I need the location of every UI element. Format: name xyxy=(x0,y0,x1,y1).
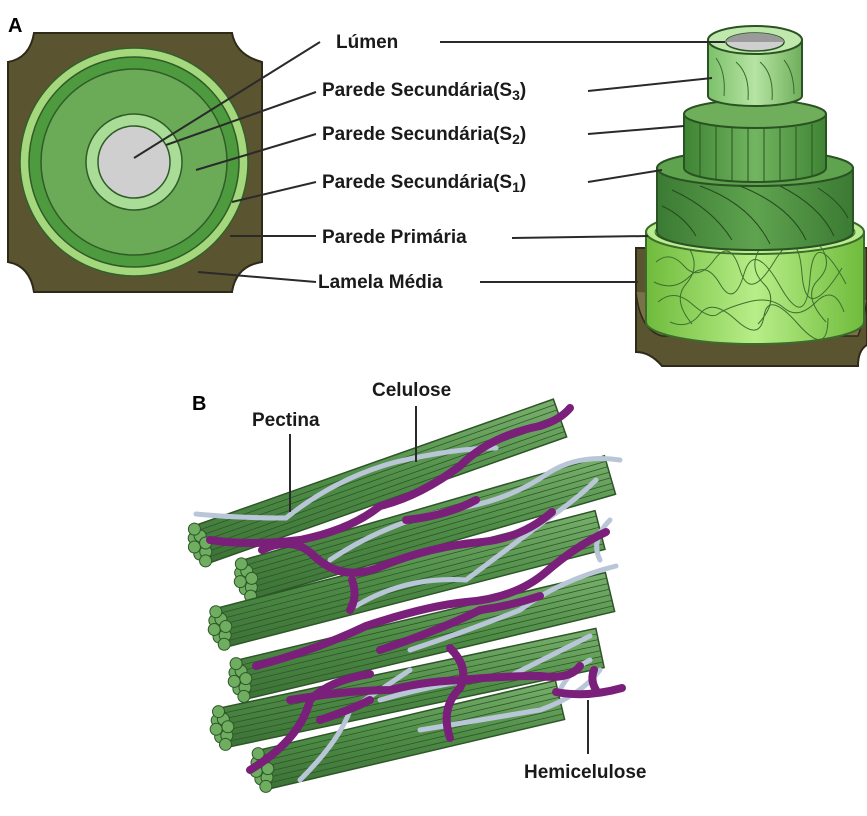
lumen-circle xyxy=(98,126,170,198)
label-cellulose: Celulose xyxy=(372,380,451,401)
label-s1: Parede Secundária(S1) xyxy=(322,172,526,195)
panel-b-label: B xyxy=(192,393,206,415)
fiber-3d xyxy=(636,26,867,366)
panel-a-label: A xyxy=(8,15,22,37)
label-hemicellulose: Hemicelulose xyxy=(524,762,647,783)
label-s3: Parede Secundária(S3) xyxy=(322,80,526,103)
label-lumen: Lúmen xyxy=(336,32,398,53)
label-primary-wall: Parede Primária xyxy=(322,227,467,248)
label-s2: Parede Secundária(S2) xyxy=(322,124,526,147)
label-middle-lamella: Lamela Média xyxy=(318,272,443,293)
label-pectin: Pectina xyxy=(252,410,320,431)
